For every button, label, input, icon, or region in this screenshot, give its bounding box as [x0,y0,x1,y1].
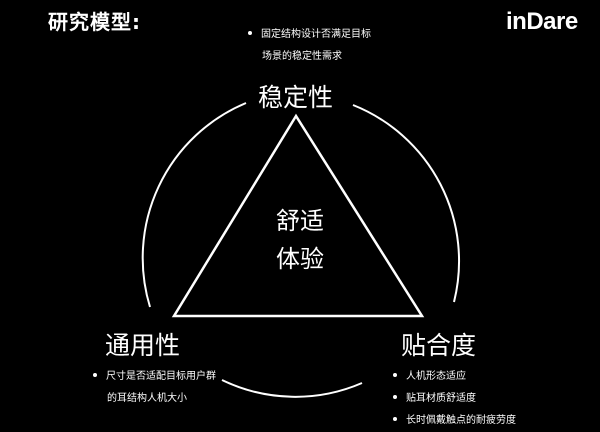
note-text: 人机形态适应 [406,371,466,382]
circle-arc-upper-left [141,102,247,308]
circle-arc-upper-right [352,104,461,303]
circle-arc-bottom [221,379,363,398]
vertex-label-versatility: 通用性 [105,331,181,360]
brand-logo: inDare [506,8,578,35]
center-label-line-2: 体验 [276,245,324,273]
bullet-icon [393,395,397,399]
stability-notes: 固定结构设计否满足目标 场景的稳定性需求 [248,24,371,68]
bullet-icon [393,373,397,377]
note-text: 尺寸是否适配目标用户群 [106,371,216,382]
bullet-icon [248,31,252,35]
note-line: 贴耳材质舒适度 [393,388,516,410]
bullet-icon [393,417,397,421]
note-line: 固定结构设计否满足目标 [248,24,371,46]
note-line: 长时佩戴触点的耐疲劳度 [393,410,516,432]
page-title: 研究模型: [48,10,141,34]
bullet-icon [93,373,97,377]
note-text: 场景的稳定性需求 [262,51,342,62]
center-label-line-1: 舒适 [276,207,324,235]
vertex-label-stability: 稳定性 [258,83,334,112]
note-line: 的耳结构人机大小 [93,388,216,410]
triangle [171,113,425,318]
center-label: 舒适 体验 [264,202,336,278]
note-line: 场景的稳定性需求 [248,46,371,68]
fit-notes: 人机形态适应 贴耳材质舒适度 长时佩戴触点的耐疲劳度 [393,366,516,432]
note-line: 人机形态适应 [393,366,516,388]
versatility-notes: 尺寸是否适配目标用户群 的耳结构人机大小 [93,366,216,410]
note-line: 尺寸是否适配目标用户群 [93,366,216,388]
note-text: 的耳结构人机大小 [107,393,187,404]
note-text: 贴耳材质舒适度 [406,393,476,404]
vertex-label-fit: 贴合度 [401,331,477,360]
note-text: 长时佩戴触点的耐疲劳度 [406,415,516,426]
note-text: 固定结构设计否满足目标 [261,29,371,40]
